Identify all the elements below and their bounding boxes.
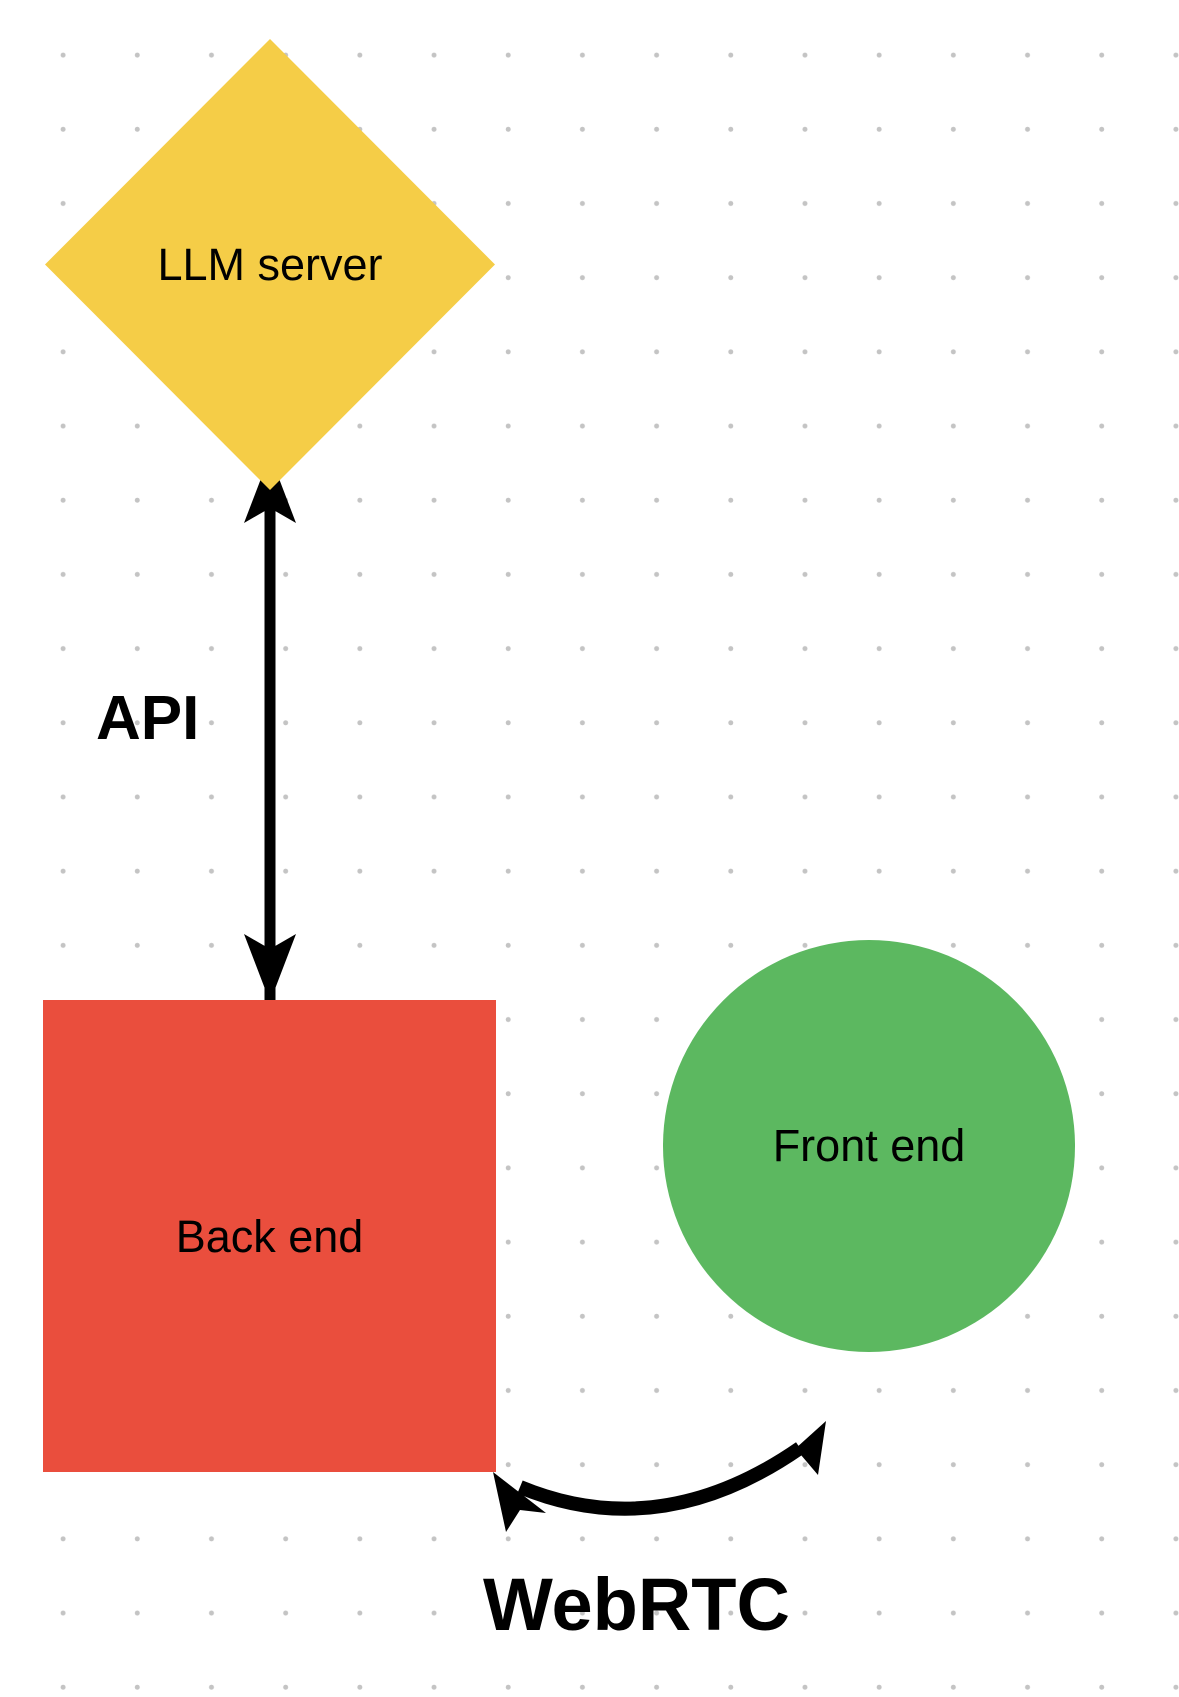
webrtc-arrowhead-right-icon xyxy=(775,1421,826,1475)
node-back-end-label: Back end xyxy=(175,1211,364,1262)
api-arrowhead-down-icon xyxy=(244,934,296,1002)
node-back-end[interactable]: Back end xyxy=(43,1000,496,1472)
node-front-end-label: Front end xyxy=(772,1120,966,1171)
webrtc-arrowhead-left-icon xyxy=(493,1472,546,1532)
node-llm-server-label: LLM server xyxy=(157,239,383,290)
node-front-end[interactable]: Front end xyxy=(663,940,1075,1352)
node-llm-server[interactable]: LLM server xyxy=(45,39,495,490)
webrtc-connector-line xyxy=(517,1442,804,1516)
edge-label-webrtc: WebRTC xyxy=(483,1563,790,1646)
api-connector[interactable] xyxy=(244,455,296,1002)
circle-shape xyxy=(663,940,1075,1352)
edge-label-api: API xyxy=(96,684,200,753)
webrtc-connector[interactable] xyxy=(493,1421,826,1532)
rectangle-shape xyxy=(43,1000,496,1472)
